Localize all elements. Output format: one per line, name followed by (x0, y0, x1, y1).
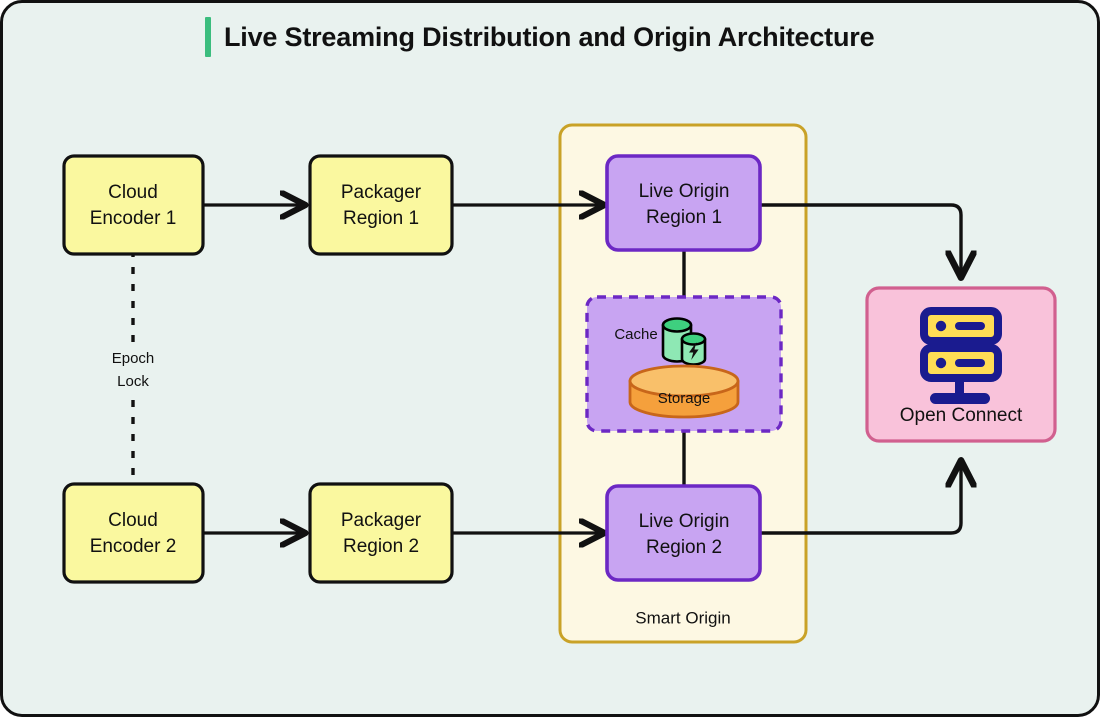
node-live-origin-region-2[interactable]: Live Origin Region 2 (605, 484, 762, 582)
architecture-diagram: Smart Origin Epoch (62, 123, 1057, 644)
storage-label: Storage (658, 390, 711, 407)
node-packager-region-1[interactable]: Packager Region 1 (308, 154, 454, 256)
cache-bolt-cylinder-icon (680, 332, 707, 366)
encoder1-line1: Cloud (108, 182, 158, 203)
edge-origin1-open-connect (758, 203, 961, 275)
lightning-bolt-icon (689, 342, 699, 360)
page-title-text: Live Streaming Distribution and Origin A… (224, 21, 875, 52)
packager2-line2: Region 2 (343, 536, 419, 557)
node-cloud-encoder-1[interactable]: Cloud Encoder 1 (62, 154, 205, 256)
open-connect-label: Open Connect (900, 405, 1023, 426)
smart-origin-label: Smart Origin (635, 608, 730, 627)
origin1-line2: Region 1 (646, 207, 722, 228)
storage-cylinder-icon: Storage (628, 364, 740, 419)
edge-layer (131, 203, 961, 535)
packager1-line2: Region 1 (343, 208, 419, 229)
origin1-line1: Live Origin (639, 181, 730, 202)
origin2-line2: Region 2 (646, 537, 722, 558)
origin2-line1: Live Origin (639, 511, 730, 532)
packager2-line1: Packager (341, 510, 422, 531)
page-title: Live Streaming Distribution and Origin A… (205, 17, 875, 57)
svg-text:Lock: Lock (117, 373, 149, 390)
node-live-origin-region-1[interactable]: Live Origin Region 1 (605, 154, 762, 252)
cache-label: Cache (614, 326, 657, 343)
node-cache-storage[interactable]: Cache Storage (585, 295, 783, 433)
server-rack-icon (920, 307, 1002, 404)
node-cloud-encoder-2[interactable]: Cloud Encoder 2 (62, 482, 205, 584)
packager1-line1: Packager (341, 182, 422, 203)
encoder2-line2: Encoder 2 (90, 536, 177, 557)
title-accent-bar (205, 17, 211, 57)
svg-text:Epoch: Epoch (112, 350, 155, 367)
edge-origin2-open-connect (758, 463, 961, 535)
epoch-lock-label: Epoch Lock (112, 350, 155, 390)
node-open-connect[interactable]: Open Connect (865, 286, 1057, 443)
node-packager-region-2[interactable]: Packager Region 2 (308, 482, 454, 584)
encoder1-line2: Encoder 1 (90, 208, 177, 229)
encoder2-line1: Cloud (108, 510, 158, 531)
